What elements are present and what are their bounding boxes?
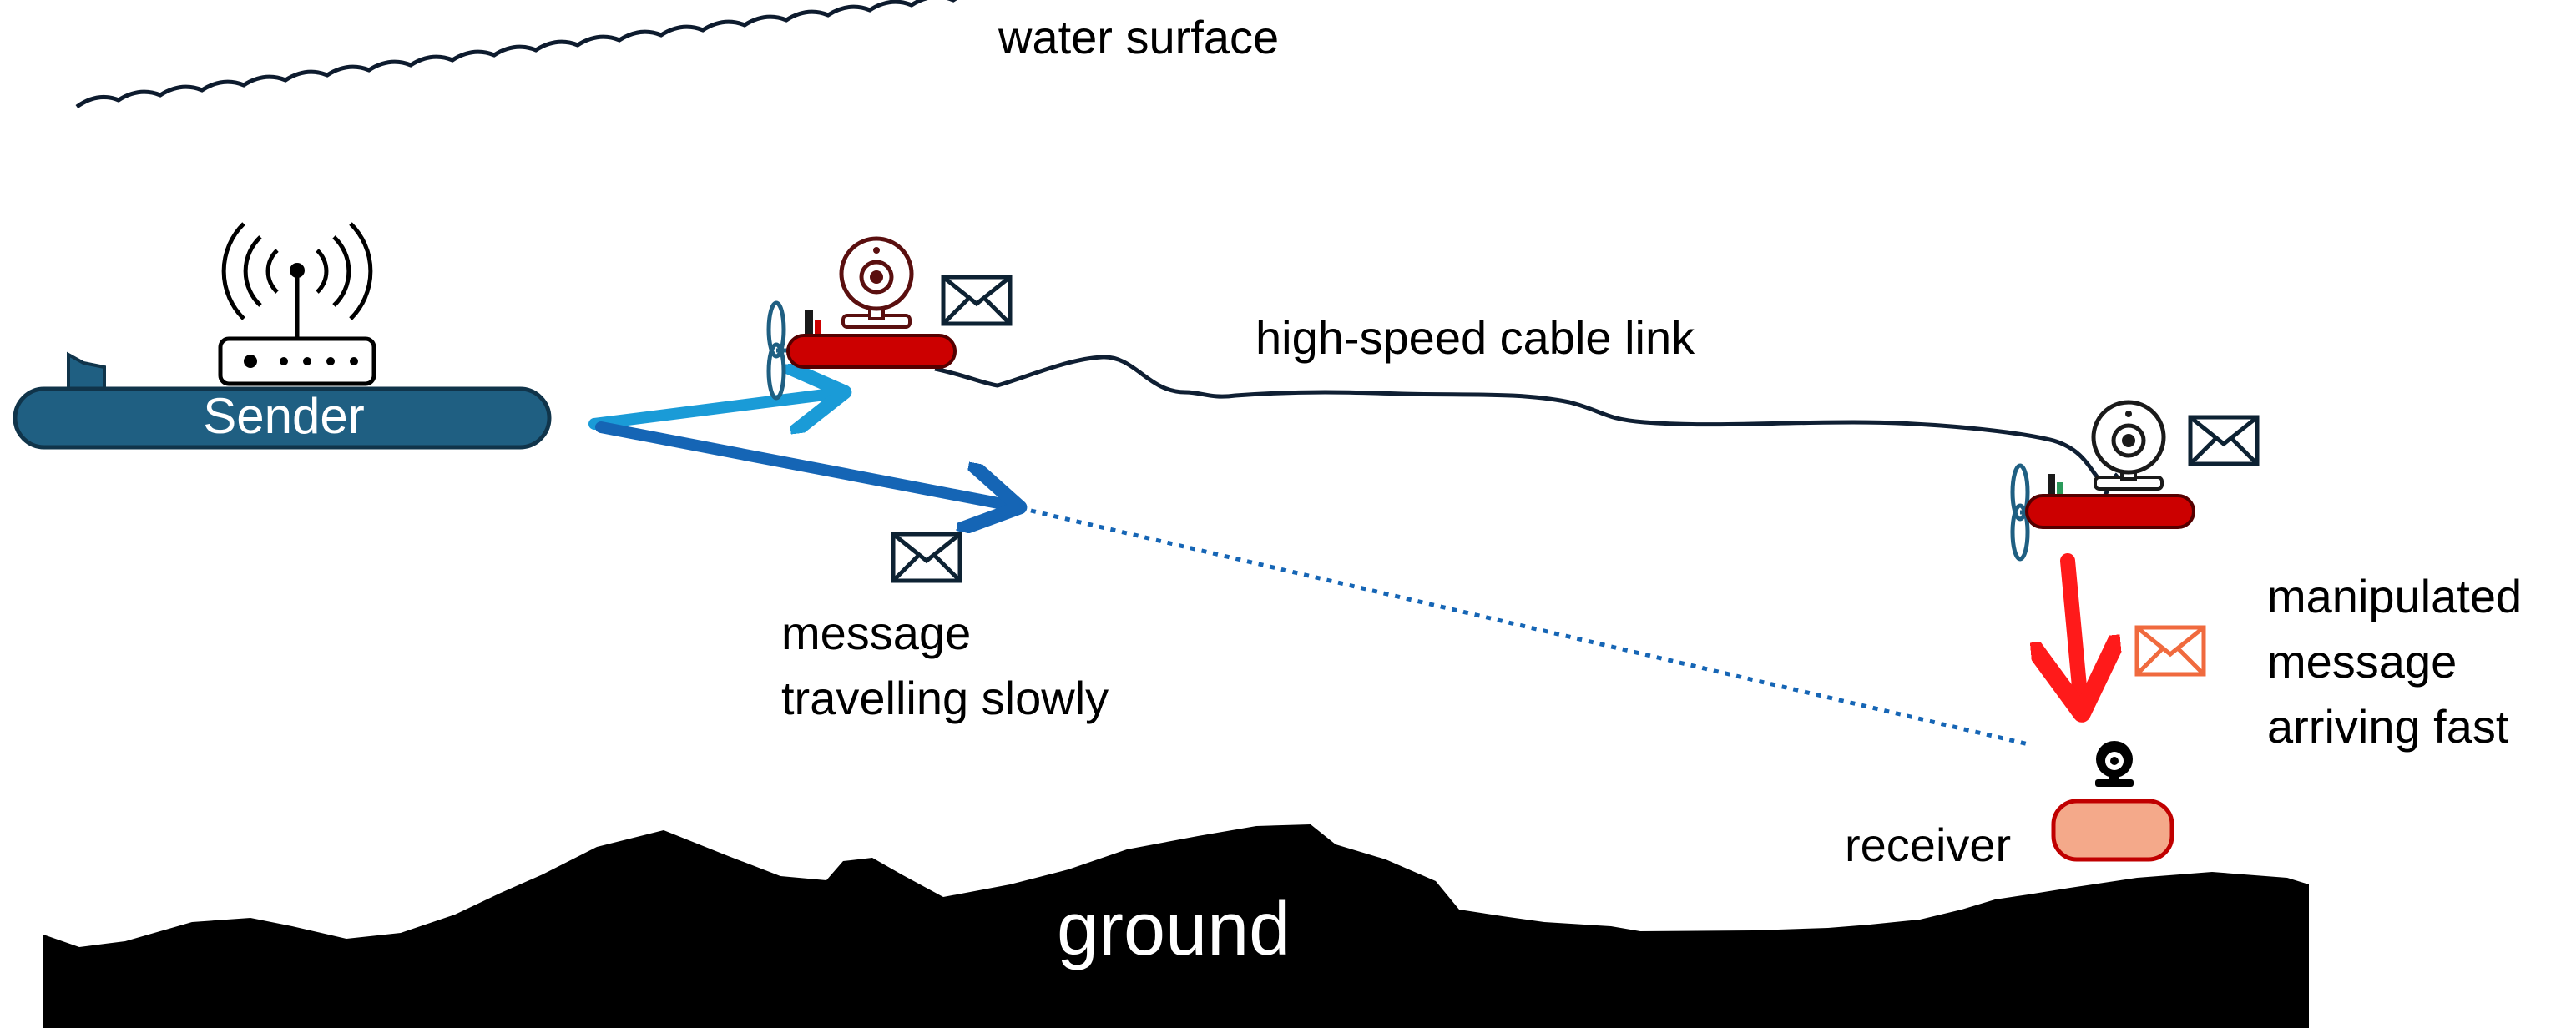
webcam-icon <box>2091 400 2166 491</box>
arrow-to-drone <box>588 392 845 424</box>
webcam-icon <box>839 236 914 329</box>
slow-message-label: message travelling slowly <box>781 601 1109 731</box>
slow-message-line-2: travelling slowly <box>781 672 1109 724</box>
fast-message-line-2: message <box>2267 635 2457 688</box>
cable-link <box>934 355 2119 499</box>
fast-message-label: manipulated message arriving fast <box>2267 564 2522 759</box>
arrow-slow-message <box>595 421 1020 507</box>
fast-message-line-1: manipulated <box>2267 570 2523 622</box>
webcam-icon <box>2095 741 2134 787</box>
envelope-icon <box>943 277 1010 324</box>
sender-submarine <box>13 351 552 450</box>
propeller-icon <box>766 342 786 401</box>
cable-link-label: high-speed cable link <box>1255 311 1695 364</box>
propeller-icon <box>2010 503 2030 562</box>
drone-right <box>2010 400 2195 562</box>
slow-message-line-1: message <box>781 607 972 659</box>
propeller-icon <box>2010 463 2030 522</box>
propeller-icon <box>766 300 786 359</box>
water-surface-wave-icon <box>75 0 958 109</box>
ground-label: ground <box>1057 888 1291 971</box>
sender-hull <box>13 386 552 450</box>
drone-left <box>766 236 957 401</box>
manipulated-envelope-icon <box>2137 627 2204 674</box>
envelope-icon <box>2190 417 2257 464</box>
drone-left-hull <box>786 334 957 369</box>
receiver-device <box>2051 741 2174 862</box>
receiver-label: receiver <box>1845 819 2012 871</box>
receiver-body <box>2051 799 2174 862</box>
router-icon <box>218 222 376 386</box>
slow-path-dotted-line <box>1030 508 2029 747</box>
ground-terrain <box>43 824 2309 1028</box>
envelope-icon <box>893 534 960 581</box>
sender-label: Sender <box>203 388 365 444</box>
water-surface-label: water surface <box>998 11 1280 63</box>
drone-right-hull <box>2025 494 2195 529</box>
sender-conning-tower <box>67 351 106 394</box>
fast-message-line-3: arriving fast <box>2267 700 2509 753</box>
arrow-fast-message <box>2068 553 2082 713</box>
